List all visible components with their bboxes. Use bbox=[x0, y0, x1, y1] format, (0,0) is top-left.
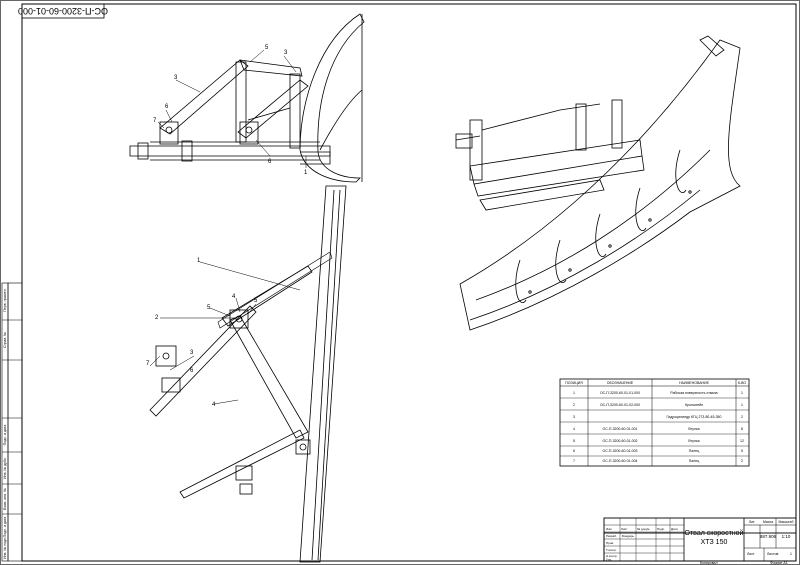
spec-cell: 1 bbox=[741, 391, 743, 395]
spec-cell: Втулка bbox=[688, 427, 699, 431]
format-label: Формат А1 bbox=[770, 561, 788, 565]
sheets-label: Листов bbox=[767, 552, 779, 556]
callout-label: 4 bbox=[232, 294, 236, 300]
spec-cell: ОС-П-3200-60-01-02-000 bbox=[600, 403, 640, 407]
spec-cell: Палец bbox=[689, 449, 699, 453]
spec-cell: Гидроцилиндр КГЦ 273-80-45-350 bbox=[667, 415, 722, 419]
tb-role-label: Разраб. bbox=[606, 534, 617, 538]
tb-role-label: Утв. bbox=[606, 558, 612, 562]
callout-label: 6 bbox=[190, 368, 194, 374]
spec-cell: 8 bbox=[741, 427, 743, 431]
side-stamp-label: Взам. инв. № bbox=[3, 488, 7, 510]
spec-header-cell: НАИМЕНОВАНИЕ bbox=[679, 381, 709, 385]
drawing-title-model: ХТЗ 150 bbox=[701, 539, 728, 546]
tb-scale-label: Масштаб bbox=[779, 520, 794, 524]
callout-label: 6 bbox=[268, 159, 272, 165]
spec-cell: ОС-П-3200-60-01-001 bbox=[602, 427, 637, 431]
callout-label: 7 bbox=[153, 118, 157, 124]
view-top-plan bbox=[129, 13, 365, 183]
sheets-count: 1 bbox=[790, 552, 792, 556]
tb-lit-label: Лит. bbox=[749, 520, 755, 524]
sheet-label: Лист bbox=[747, 552, 755, 556]
callout-label: 1 bbox=[197, 258, 201, 264]
tb-mass-label: Масса bbox=[763, 520, 773, 524]
side-stamp-label: Перв. примен. bbox=[3, 288, 7, 311]
spec-cell: Втулка bbox=[688, 439, 699, 443]
tb-col-label: № докум. bbox=[637, 527, 650, 531]
spec-cell: 2 bbox=[741, 459, 743, 463]
tb-developer: Бондарь bbox=[622, 534, 634, 538]
spec-header-cell: ПОЗИЦИЯ bbox=[565, 381, 583, 385]
spec-cell: ОС-П-3200-60-01-002 bbox=[602, 439, 637, 443]
spec-cell: Кронштейн bbox=[685, 403, 703, 407]
title-block: Изм Лист № докум. Подп. Дата Разраб. Бон… bbox=[603, 517, 797, 562]
callout-label: 6 bbox=[165, 104, 169, 110]
spec-cell: Рабочая поверхность отвала bbox=[670, 391, 717, 395]
tb-col-label: Изм bbox=[606, 527, 612, 531]
spec-cell: 6 bbox=[573, 449, 575, 453]
spec-cell: 5 bbox=[741, 449, 743, 453]
spec-cell: 5 bbox=[573, 439, 575, 443]
stamp-code: ОС-П-3200-60-01-000 bbox=[18, 6, 108, 16]
spec-cell: 12 bbox=[740, 439, 744, 443]
view-lower-callouts: 1 2 5 4 5 3 4 7 6 bbox=[146, 258, 258, 408]
side-stamp-label: Инв. № дубл. bbox=[3, 457, 7, 479]
tb-role-label: Н.контр. bbox=[606, 554, 618, 558]
tb-role-label: Пров. bbox=[606, 541, 614, 545]
callout-label: 5 bbox=[254, 298, 258, 304]
side-stamp-label: Инв. № подл. bbox=[3, 537, 7, 559]
callout-label: 3 bbox=[284, 50, 288, 56]
spec-cell: ОС-П-3200-60-01-004 bbox=[602, 459, 637, 463]
drawing-scale: 1:10 bbox=[782, 534, 791, 539]
callout-label: 3 bbox=[174, 75, 178, 81]
spec-cell: 3 bbox=[573, 415, 575, 419]
callout-label: 1 bbox=[304, 170, 308, 176]
spec-cell: 2 bbox=[741, 415, 743, 419]
view-isometric bbox=[455, 35, 741, 331]
spec-cell: 7 bbox=[573, 459, 575, 463]
side-stamp-label: Подп. и дата bbox=[3, 425, 7, 446]
spec-cell: Палец bbox=[689, 459, 699, 463]
copied-label: Копировал bbox=[700, 561, 718, 565]
callout-label: 4 bbox=[212, 402, 216, 408]
side-stamp-label: Подп. и дата bbox=[3, 517, 7, 538]
drawing-mass: 887.906 bbox=[760, 534, 777, 539]
spec-header-cell: К-ВО bbox=[738, 381, 746, 385]
spec-cell: 1 bbox=[573, 391, 575, 395]
callout-label: 3 bbox=[190, 350, 194, 356]
callout-label: 5 bbox=[265, 45, 269, 51]
side-stamp: Перв. примен. Справ. № Подп. и дата Инв.… bbox=[1, 282, 23, 562]
callout-label: 5 bbox=[207, 305, 211, 311]
tb-col-label: Лист bbox=[621, 527, 628, 531]
callout-label: 7 bbox=[146, 361, 150, 367]
view-top-callouts: 5 3 3 6 7 6 1 bbox=[153, 45, 308, 176]
view-lower-plan bbox=[149, 185, 347, 563]
spec-cell: 2 bbox=[573, 403, 575, 407]
spec-cell: 4 bbox=[573, 427, 575, 431]
tb-col-label: Дата bbox=[671, 527, 678, 531]
callout-label: 2 bbox=[155, 315, 159, 321]
side-stamp-label: Справ. № bbox=[3, 332, 7, 348]
tb-col-label: Подп. bbox=[657, 527, 665, 531]
spec-cell: 1 bbox=[741, 403, 743, 407]
stamp-code-box: ОС-П-3200-60-01-000 bbox=[18, 3, 108, 19]
spec-cell: ОС-П-3200-60-01-003 bbox=[602, 449, 637, 453]
spec-cell: ОС-П-3200-60-01-01-000 bbox=[600, 391, 640, 395]
tb-role-label: Т.контр. bbox=[606, 548, 617, 552]
drawing-title: Отвал скоростной bbox=[685, 529, 744, 537]
spec-header-cell: ОБОЗНАЧЕНИЕ bbox=[607, 381, 634, 385]
